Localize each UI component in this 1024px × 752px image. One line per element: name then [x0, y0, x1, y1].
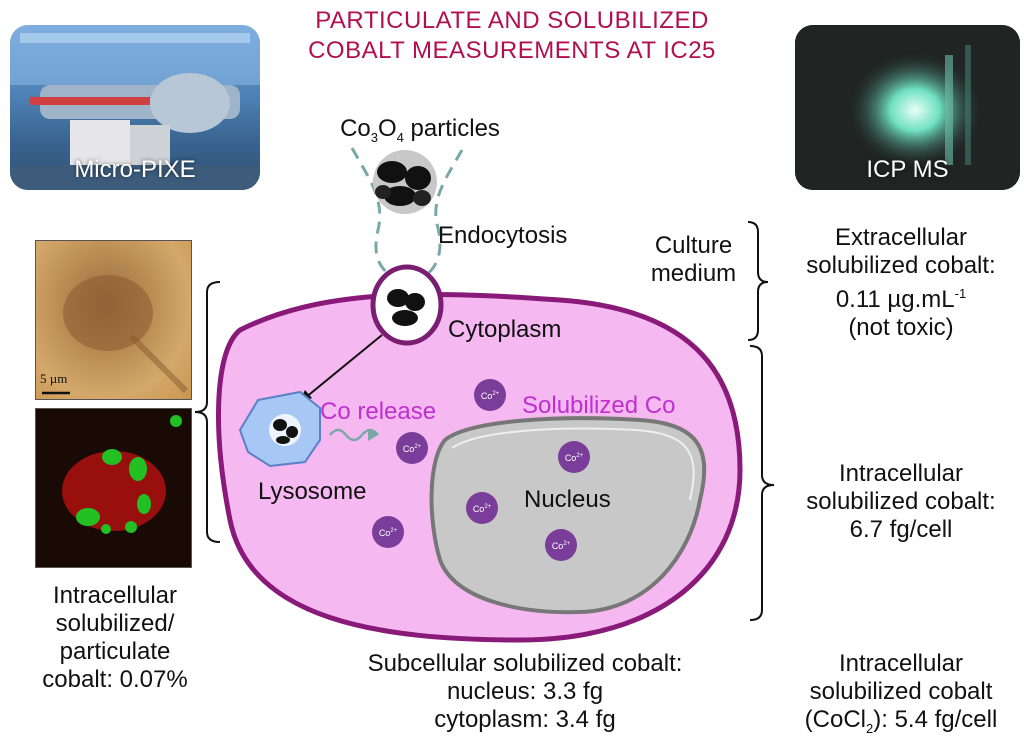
lysosome-label: Lysosome — [258, 478, 367, 505]
release-arrow-icon — [329, 428, 379, 442]
plasma-illustration — [795, 25, 1020, 190]
endocytosis-label: Endocytosis — [438, 222, 568, 249]
endocytosis-line-right — [425, 149, 464, 277]
svg-text:Co2+: Co2+ — [473, 504, 492, 514]
scale-bar-label: 5 µm — [40, 371, 68, 386]
cobalt-ion-icon: Co2+ — [558, 441, 590, 473]
icp-ms-caption: ICP MS — [866, 156, 949, 183]
cytoplasm-label: Cytoplasm — [448, 316, 562, 343]
svg-text:Co2+: Co2+ — [552, 541, 571, 551]
solubilized-co-label: Solubilized Co — [522, 392, 676, 419]
ratio-text: Intracellular solubilized/ particulate c… — [42, 582, 188, 693]
page-title: PARTICULATE AND SOLUBILIZED COBALT MEASU… — [260, 6, 764, 66]
culture-medium-label: Culture medium — [650, 232, 737, 287]
svg-text:Co2+: Co2+ — [481, 391, 500, 401]
micro-pixe-photo: Micro-PIXE — [10, 25, 260, 190]
endosome-icon — [370, 264, 444, 346]
cobalt-ion-icon: Co2+ — [396, 432, 428, 464]
cobalt-ion-icon: Co2+ — [474, 379, 506, 411]
cocl2-text: Intracellular solubilized cobalt (CoCl2)… — [804, 650, 998, 736]
extracellular-text: Extracellular solubilized cobalt: 0.11 µ… — [806, 224, 996, 341]
cobalt-ion-icon: Co2+ — [466, 492, 498, 524]
cobalt-ion-icon: Co2+ — [545, 529, 577, 561]
particles-label: Co3O4 particles — [340, 115, 500, 145]
title-line-1: PARTICULATE AND SOLUBILIZED — [315, 7, 709, 34]
left-bracket — [194, 281, 221, 543]
cell-bracket — [749, 345, 775, 621]
nucleus — [429, 416, 707, 615]
co3o4-particles-icon — [373, 150, 437, 214]
svg-text:Co2+: Co2+ — [565, 453, 584, 463]
accelerator-illustration — [10, 25, 260, 190]
icp-ms-photo: ICP MS — [795, 25, 1020, 190]
optical-micrograph: 5 µm — [35, 240, 192, 400]
co-release-label: Co release — [320, 398, 437, 425]
svg-text:Co2+: Co2+ — [403, 444, 422, 454]
pixe-element-map — [35, 408, 192, 568]
endocytosis-line-left — [350, 147, 391, 277]
cobalt-ion-icon: Co2+ — [372, 516, 404, 548]
nucleus-label: Nucleus — [524, 486, 611, 513]
subcellular-text: Subcellular solubilized cobalt: nucleus:… — [367, 650, 683, 733]
svg-text:Co2+: Co2+ — [379, 528, 398, 538]
micro-pixe-caption: Micro-PIXE — [74, 156, 196, 183]
culture-bracket — [747, 221, 769, 341]
intracellular-text: Intracellular solubilized cobalt: 6.7 fg… — [806, 460, 996, 543]
title-line-2: COBALT MEASUREMENTS AT IC25 — [308, 37, 716, 64]
